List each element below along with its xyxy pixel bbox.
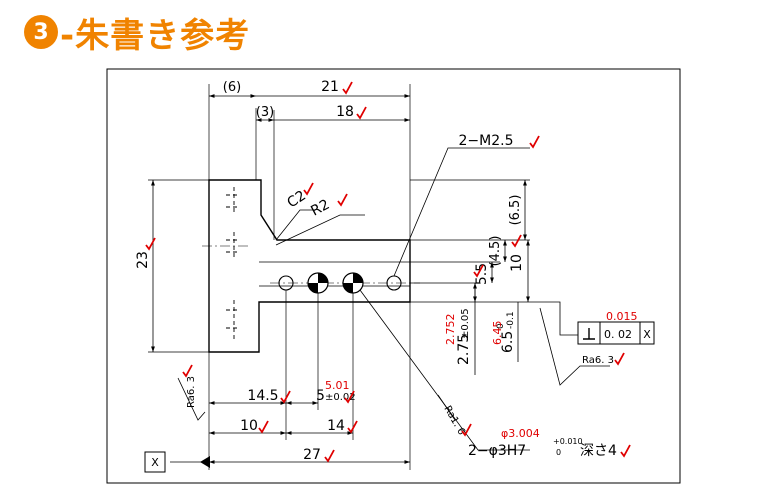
flatness-frame: [577, 321, 655, 345]
dim-4-5-ref: (4.5): [488, 236, 503, 267]
red-note-6-45: 6.45: [491, 321, 504, 346]
dim-10-vertical: 10: [509, 254, 525, 272]
part-outline: [208, 179, 411, 353]
drawing-frame: [106, 68, 681, 484]
dim-6-5-tol-upper: 0: [496, 323, 506, 329]
dim-6: (6): [223, 80, 241, 95]
datum-label: X: [151, 456, 159, 469]
red-note-3-004: φ3.004: [501, 427, 540, 440]
dim-5: 5: [316, 388, 325, 404]
dim-2-75: 2.75: [456, 334, 472, 365]
red-note-5-01: 5.01: [325, 379, 350, 392]
roughness-left: Ra6. 3: [186, 376, 197, 408]
hole-tolerance-lower: 0: [556, 448, 561, 457]
dim-6-5: 6.5: [500, 331, 516, 353]
dim-5-tolerance: ±0.02: [325, 392, 356, 403]
dim-3: (3): [256, 105, 274, 120]
dim-2-75-tolerance: ±0.05: [460, 308, 471, 339]
flatness-value: 0. 02: [604, 328, 632, 341]
roughness-right: Ra6. 3: [582, 355, 614, 366]
section-title: -朱書き参考: [60, 15, 251, 56]
red-note-0-015: 0.015: [606, 310, 638, 323]
extension-lines: [148, 84, 545, 470]
dim-18: 18: [336, 104, 354, 120]
dim-10-horizontal: 10: [240, 418, 258, 434]
dim-21: 21: [321, 79, 339, 95]
section-heading: 3 -朱書き参考: [24, 8, 250, 56]
hidden-lines: [226, 187, 240, 340]
hole-callout: 2−φ3H7: [468, 443, 526, 459]
dimension-lines: [151, 94, 530, 464]
datum-box: [144, 451, 166, 473]
leader-lines: [170, 147, 610, 463]
dim-23: 23: [135, 251, 151, 269]
dim-14: 14: [327, 418, 345, 434]
dim-27: 27: [303, 447, 321, 463]
dim-r2: R2: [308, 197, 332, 220]
flatness-datum: X: [643, 328, 651, 341]
dim-5-5: 5.5: [474, 263, 490, 285]
dim-6-5-ref: (6.5): [508, 195, 523, 226]
red-check-marks: [145, 81, 631, 462]
step-number-badge: 3: [24, 15, 58, 49]
hole-depth: 深さ4: [580, 443, 617, 459]
datum-triangle: [200, 456, 210, 468]
hole-tolerance-upper: +0.010: [553, 437, 583, 446]
dim-14-5: 14.5: [247, 388, 278, 404]
red-note-2-752: 2.752: [444, 314, 457, 346]
dim-6-5-tol-lower: -0.1: [506, 311, 516, 329]
dim-2-m25: 2−M2.5: [459, 133, 514, 149]
